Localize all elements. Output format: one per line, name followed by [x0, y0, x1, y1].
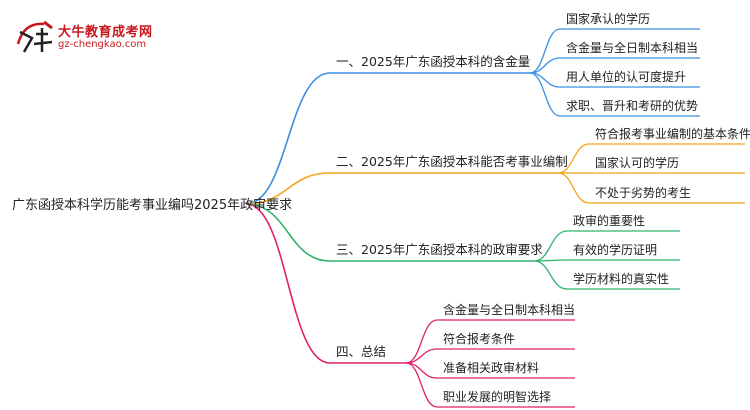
branch-label: 四、总结 [336, 344, 386, 359]
leaf-connector [529, 72, 561, 117]
branch-label: 二、2025年广东函授本科能否考事业编制 [336, 154, 568, 169]
mind-map-nodes: 广东函授本科学历能考事业编吗2025年政审要求 一、2025年广东函授本科的含金… [12, 11, 750, 404]
logo-title: 大牛教育成考网 [58, 25, 153, 40]
leaf-connector [529, 57, 561, 74]
leaf-label: 有效的学历证明 [573, 242, 657, 257]
leaf-label: 国家承认的学历 [566, 11, 650, 26]
leaf-connector [405, 319, 438, 364]
leaf-label: 职业发展的明智选择 [443, 389, 551, 404]
site-logo: 大牛教育成考网 gz-chengkao.com [14, 16, 164, 58]
leaf-connector [405, 362, 438, 408]
leaf-label: 含金量与全日制本科相当 [566, 40, 698, 55]
leaf-connector [557, 172, 590, 204]
leaf-connector [533, 260, 568, 290]
branch-connector [245, 203, 331, 364]
leaf-label: 符合报考事业编制的基本条件 [595, 126, 750, 141]
leaf-label: 不处于劣势的考生 [595, 185, 691, 200]
mind-map-edges [245, 28, 745, 408]
leaf-label: 政审的重要性 [573, 213, 645, 228]
branch-connector [245, 203, 331, 262]
leaf-label: 国家认可的学历 [595, 155, 679, 170]
leaf-connector [405, 348, 438, 364]
branch-connector [245, 172, 331, 205]
leaf-connector [533, 230, 568, 262]
leaf-label: 用人单位的认可度提升 [566, 69, 686, 84]
leaf-label: 学历材料的真实性 [573, 271, 669, 286]
branch-label: 一、2025年广东函授本科的含金量 [336, 54, 530, 69]
leaf-label: 含金量与全日制本科相当 [443, 302, 575, 317]
leaf-label: 求职、晋升和考研的优势 [566, 98, 698, 113]
branch-label: 三、2025年广东函授本科的政审要求 [336, 242, 543, 257]
branch-connector [245, 72, 331, 205]
logo-url: gz-chengkao.com [58, 39, 147, 50]
logo-mark-icon [16, 20, 53, 53]
leaf-label: 符合报考条件 [443, 331, 515, 346]
leaf-label: 准备相关政审材料 [443, 360, 539, 375]
root-node: 广东函授本科学历能考事业编吗2025年政审要求 [12, 197, 292, 213]
leaf-connector [557, 143, 590, 174]
leaf-connector [529, 28, 561, 74]
